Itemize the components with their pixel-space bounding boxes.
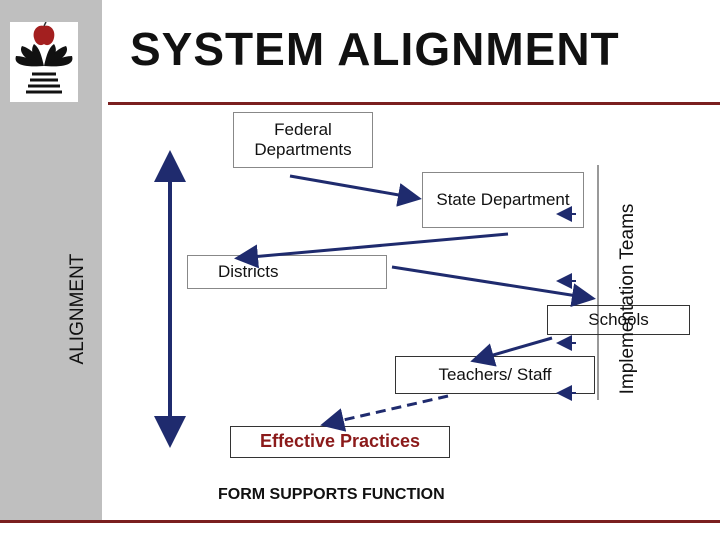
teachers-staff-box: Teachers/ Staff <box>395 356 595 394</box>
page-title: SYSTEM ALIGNMENT <box>130 23 620 75</box>
seal-logo-icon <box>10 21 78 102</box>
effective-practices-box: Effective Practices <box>230 426 450 458</box>
alignment-axis-label: ALIGNMENT <box>67 253 88 365</box>
bottom-divider <box>0 520 720 523</box>
federal-departments-box: Federal Departments <box>233 112 373 168</box>
teachers-to-practices-arrow <box>320 394 449 432</box>
footer-caption: FORM SUPPORTS FUNCTION <box>218 486 445 503</box>
implementation-teams-label: Implementation Teams <box>617 203 638 395</box>
districts-to-schools-arrow <box>391 265 596 308</box>
title-divider <box>108 102 720 105</box>
schools-box: Schools <box>547 305 690 335</box>
districts-box: Districts <box>187 255 387 289</box>
state-department-box: State Department <box>422 172 584 228</box>
federal-to-state-arrow <box>289 174 422 207</box>
state-to-districts-arrow <box>351 232 509 250</box>
